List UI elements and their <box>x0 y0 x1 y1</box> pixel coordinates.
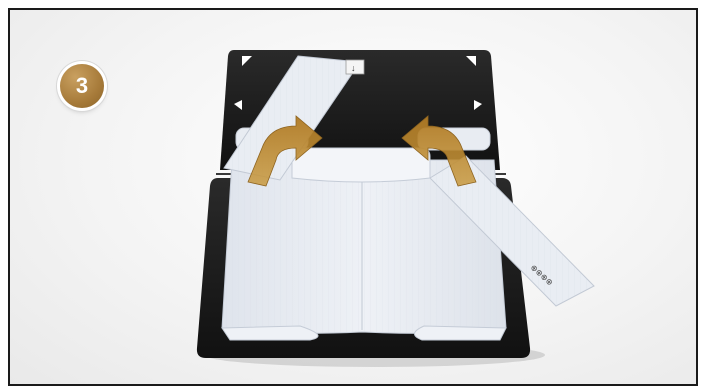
illustration-frame: 3 <box>8 8 698 386</box>
shirt-collar <box>292 148 430 182</box>
shirt-hem-right <box>414 326 506 340</box>
board-clip-glyph: ↓ <box>351 63 356 73</box>
shirt-hem-left <box>222 326 318 340</box>
folding-board-illustration: ↓ ⊕⊕⊕⊕ <box>10 10 696 384</box>
